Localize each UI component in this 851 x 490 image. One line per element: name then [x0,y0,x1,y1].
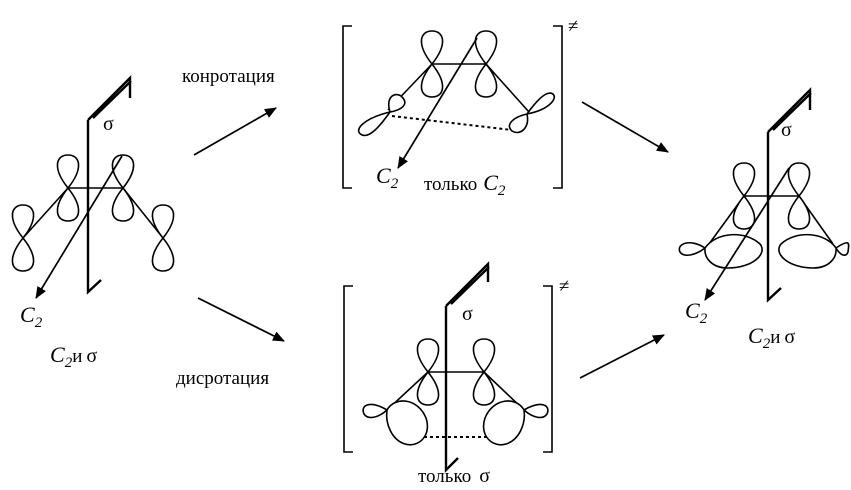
p-orbital [420,30,444,98]
mirror-plane [766,87,812,303]
p-orbital [416,338,440,406]
bracket-left [342,25,352,189]
p-orbital-rotated [357,93,406,137]
mirror-plane [444,261,490,473]
disrotation-label: дисротация [176,368,269,389]
bond [387,63,530,113]
p-orbital-rotated [482,400,549,446]
mirror-plane [86,75,132,295]
sigma-orbital [678,233,763,269]
bracket-right [543,285,553,453]
p-orbital [11,204,35,272]
c2-axis-label: C2 [376,163,399,192]
p-orbital-rotated [362,400,429,446]
c2-axis-label: C2 [20,302,43,331]
c2-axis-arrow [397,37,478,169]
p-orbital [474,30,498,98]
arrow-to-product-bottom [579,334,665,379]
transition-state-mark: ≠ [568,16,578,37]
c2-axis-label: C2 [685,298,708,327]
c2-axis-arrow [704,167,790,301]
sigma-label: σ [462,303,473,325]
p-orbital [787,162,811,230]
arrow-to-product-top [581,101,669,153]
sigma-label: σ [103,113,114,135]
sigma-label: σ [781,119,792,141]
p-orbital [151,204,175,272]
sigma-orbital [778,233,850,269]
p-orbital [56,154,80,222]
conrotation-label: конротация [182,66,275,87]
arrow-to-disrotation [197,297,285,342]
bracket-left [343,285,353,453]
bond [22,187,164,239]
p-orbital-rotated [508,92,555,134]
transition-state-mark: ≠ [559,276,569,297]
c2-axis-arrow [35,155,123,299]
forming-bond [391,115,513,131]
p-orbital [732,162,756,230]
p-orbital [472,338,496,406]
bracket-right [553,25,563,189]
arrow-to-conrotation [193,107,277,156]
